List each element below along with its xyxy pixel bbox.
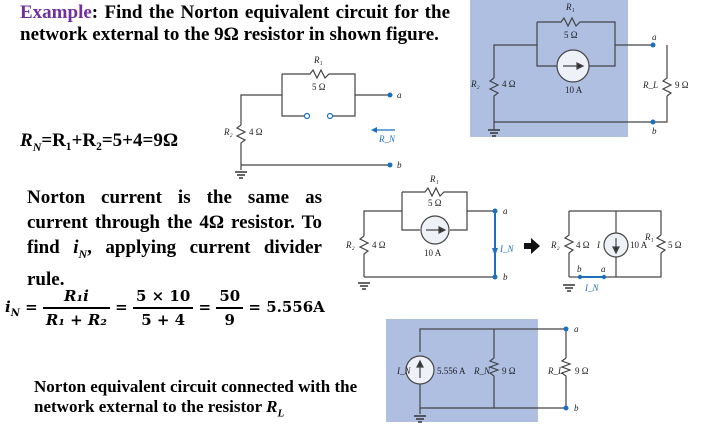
terminal-a: a	[503, 206, 508, 216]
equivalent-circuit	[386, 319, 572, 423]
in-var: i	[73, 237, 79, 258]
example-heading: Example: Find the Norton equivalent circ…	[20, 2, 450, 46]
f1-num: R₁i	[42, 285, 110, 309]
norton-rest: , applying current divider rule.	[27, 237, 322, 290]
fraction-1: R₁i R₁ + R₂	[42, 285, 110, 331]
terminal-a: a	[574, 324, 579, 334]
terminal-a: a	[652, 32, 657, 42]
r2-value: 4 Ω	[372, 240, 386, 250]
f3-num: 50	[216, 285, 244, 309]
r1-name: R₁	[313, 55, 323, 65]
rn-formula: RN=R₁+R₂=5+4=9Ω	[20, 130, 178, 158]
r2-name: R₂	[345, 240, 355, 250]
in-value: 5.556 A	[437, 366, 466, 376]
rn-circuit	[234, 68, 395, 179]
source-name: I	[596, 240, 601, 250]
r1-name: R₁	[644, 232, 654, 242]
original-circuit	[470, 0, 673, 137]
f3-den: 9	[224, 311, 235, 329]
r2-value: 4 Ω	[502, 79, 516, 89]
eq-lhs: i	[5, 298, 11, 316]
rn-sub: N	[32, 139, 42, 154]
r2-value: 4 Ω	[249, 127, 263, 137]
rn-rhs: =R₁+R₂=5+4=9Ω	[41, 130, 179, 151]
f2-den: 5 + 4	[141, 311, 186, 329]
example-label: Example	[20, 2, 92, 23]
r1-value: 5 Ω	[564, 30, 578, 40]
rl-name: R_L	[547, 366, 563, 376]
conclusion-text: Norton equivalent circuit connected with…	[34, 377, 394, 423]
rn-var: R	[20, 130, 33, 151]
in-label: I_N	[396, 366, 411, 376]
norton-line: Norton current is the same as current th…	[27, 187, 322, 258]
rl-var: R	[266, 397, 278, 416]
in-label: I_N	[499, 244, 514, 254]
terminal-b: b	[503, 272, 508, 282]
terminal-a: a	[601, 264, 606, 274]
in-label: I_N	[584, 283, 599, 293]
terminal-b: b	[652, 126, 657, 136]
r2-value: 4 Ω	[576, 240, 590, 250]
redrawn-circuit	[562, 210, 667, 292]
rn-arrow-label: R_N	[378, 134, 396, 144]
equivalent-labels: I_N 5.556 A R_N 9 Ω R_L 9 Ω a b	[396, 324, 589, 413]
source-value: 10 A	[630, 240, 648, 250]
f1-den: R₁ + R₂	[45, 311, 107, 329]
rn-labels: R₁ 5 Ω R₂ 4 Ω R_N a b	[223, 55, 402, 170]
arrow-icon	[524, 238, 540, 254]
source-value: 10 A	[565, 85, 583, 95]
terminal-b: b	[574, 403, 579, 413]
rl-name: R_L	[642, 80, 658, 90]
terminal-b: b	[397, 160, 402, 170]
in-circuit	[357, 186, 498, 290]
fraction-2: 5 × 10 5 + 4	[132, 285, 194, 331]
in-sub: N	[78, 246, 88, 261]
rl-sub: L	[277, 407, 285, 420]
r1-name: R₁	[565, 2, 575, 12]
conclusion-line: Norton equivalent circuit connected with…	[34, 377, 358, 416]
r2-name: R₂	[550, 240, 560, 250]
r1-name: R₁	[429, 174, 439, 184]
r1-value: 5 Ω	[428, 198, 442, 208]
in-labels: R₁ 5 Ω R₂ 4 Ω 10 A I_N a b	[345, 174, 514, 282]
terminal-a: a	[397, 90, 402, 100]
shaded-network	[470, 0, 628, 137]
eq-result: = 5.556A	[248, 298, 325, 316]
redrawn-labels: R₂ 4 Ω I 10 A R₁ 5 Ω I_N b a	[550, 232, 682, 293]
r2-name: R₂	[470, 79, 480, 89]
r1-value: 5 Ω	[312, 82, 326, 92]
original-labels: R₁ 5 Ω R₂ 4 Ω 10 A R_L 9 Ω a b	[470, 2, 689, 136]
f2-num: 5 × 10	[132, 285, 194, 309]
rl-value: 9 Ω	[575, 366, 589, 376]
r2-name: R₂	[223, 127, 233, 137]
r1-value: 5 Ω	[668, 240, 682, 250]
terminal-b: b	[577, 264, 582, 274]
example-text: : Find the Norton equivalent circuit for…	[20, 2, 450, 45]
rn-value: 9 Ω	[502, 366, 516, 376]
eq-lhs-sub: N	[10, 308, 20, 319]
rn-name: R_N	[473, 366, 491, 376]
rl-value: 9 Ω	[675, 80, 689, 90]
source-value: 10 A	[424, 248, 442, 258]
norton-current-text: Norton current is the same as current th…	[27, 185, 322, 292]
